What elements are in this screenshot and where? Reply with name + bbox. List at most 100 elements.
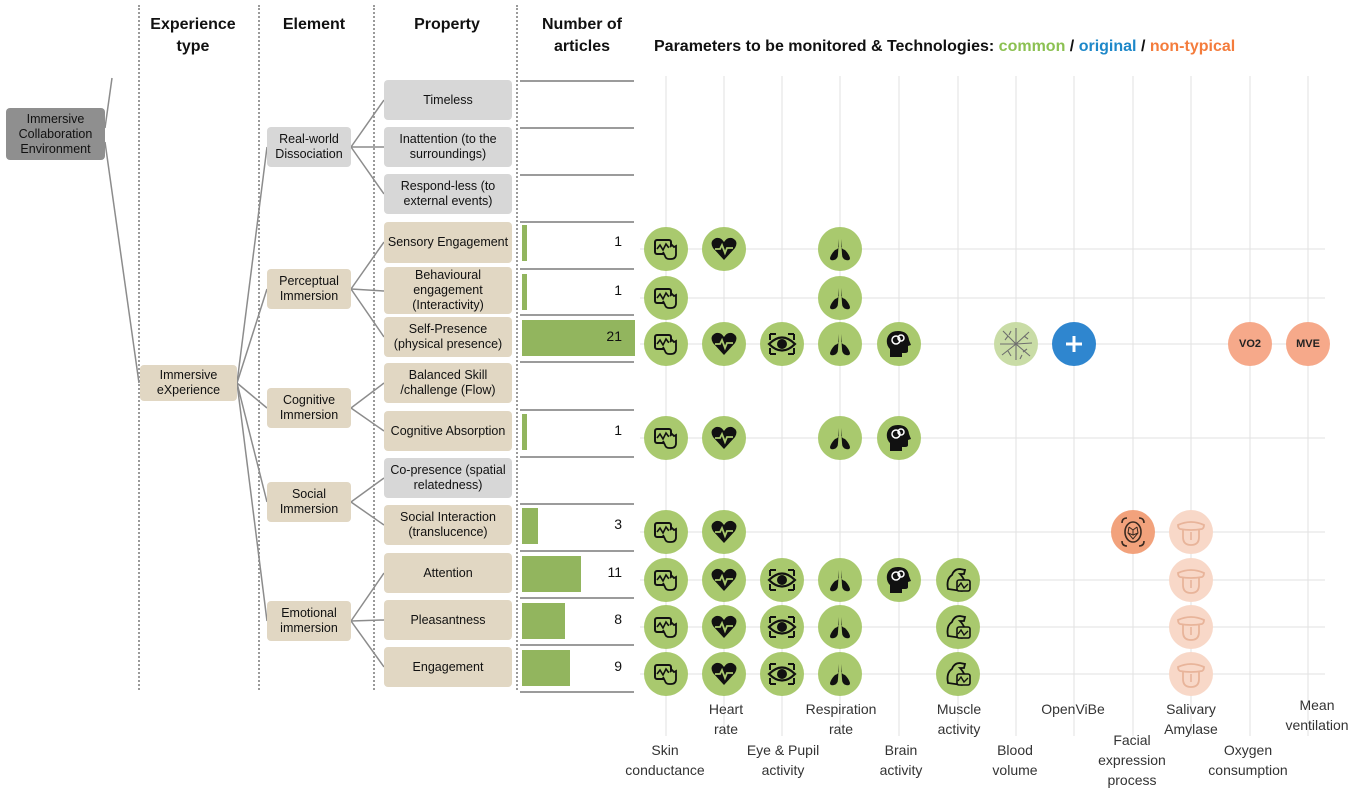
heart-icon [702, 227, 746, 271]
connector [350, 288, 385, 292]
property-pleasantness: Pleasantness [384, 600, 512, 640]
connector [350, 146, 385, 195]
element-cognitive: Cognitive Immersion [267, 388, 351, 428]
article-count-bar [522, 556, 581, 592]
article-count-label: 1 [614, 422, 622, 438]
param-label-facial: Facial expression process [1098, 732, 1166, 788]
parameters-header-prefix: Parameters to be monitored & Technologie… [654, 38, 995, 55]
property-engagement: Engagement [384, 647, 512, 687]
article-row-separator [520, 174, 634, 176]
connector [350, 501, 385, 526]
number-of-articles-header: Number of articles [542, 16, 622, 55]
element-perceptual: Perceptual Immersion [267, 269, 351, 309]
property-inattention: Inattention (to the surroundings) [384, 127, 512, 167]
article-row-separator [520, 550, 634, 552]
heart-icon [702, 510, 746, 554]
property-balanced-skill: Balanced Skill /challenge (Flow) [384, 363, 512, 403]
mve-icon: MVE [1286, 322, 1330, 366]
article-count-label: 1 [614, 233, 622, 249]
facial-icon [1111, 510, 1155, 554]
param-label-openvibe: OpenViBe [1041, 701, 1105, 717]
skin-icon [644, 605, 688, 649]
connector [350, 619, 385, 622]
param-label-muscle: Muscle activity [936, 701, 982, 737]
column-separator [258, 5, 260, 690]
property-attention: Attention [384, 553, 512, 593]
param-label-resp: Respiration rate [805, 701, 877, 737]
param-label-saliva: Salivary Amylase [1164, 701, 1218, 737]
brain-icon [877, 416, 921, 460]
property-social-interaction: Social Interaction (translucence) [384, 505, 512, 545]
resp-icon [818, 605, 862, 649]
column-separator [373, 5, 375, 690]
connector [350, 572, 385, 622]
muscle-icon [936, 605, 980, 649]
legend-common: common [998, 38, 1066, 55]
connector [350, 477, 385, 503]
property-self-presence: Self-Presence (physical presence) [384, 317, 512, 357]
legend-nontypical: non-typical [1149, 38, 1236, 55]
article-row-separator [520, 409, 634, 411]
connector [104, 141, 140, 384]
article-row-separator [520, 127, 634, 129]
param-label-brain: Brain activity [879, 742, 923, 778]
experience-type-node: Immersive eXperience [140, 365, 237, 401]
legend-original: original [1078, 38, 1137, 55]
article-count-bar [522, 603, 565, 639]
resp-icon [818, 652, 862, 696]
article-count-bar [522, 320, 635, 356]
article-row-separator [520, 456, 634, 458]
connector [104, 77, 113, 129]
saliva-icon [1169, 510, 1213, 554]
param-label-heart: Heart rate [708, 701, 744, 737]
article-count-label: 9 [614, 658, 622, 674]
connector [236, 288, 268, 384]
property-header: Property [414, 16, 480, 33]
skin-icon [644, 510, 688, 554]
article-row-separator [520, 644, 634, 646]
article-count-bar [522, 650, 570, 686]
skin-icon [644, 322, 688, 366]
muscle-icon [936, 652, 980, 696]
saliva-icon [1169, 558, 1213, 602]
article-count-label: 3 [614, 516, 622, 532]
parameters-header: Parameters to be monitored & Technologie… [654, 36, 1235, 58]
connector [350, 382, 385, 409]
resp-icon [818, 322, 862, 366]
connector [236, 382, 268, 503]
article-row-separator [520, 314, 634, 316]
skin-icon [644, 227, 688, 271]
heart-icon [702, 416, 746, 460]
heart-icon [702, 652, 746, 696]
article-row-separator [520, 80, 634, 82]
param-label-blood: Blood volume [992, 742, 1038, 778]
connector [350, 407, 385, 432]
skin-icon [644, 652, 688, 696]
eye-icon [760, 605, 804, 649]
element-real-world: Real-world Dissociation [267, 127, 351, 167]
resp-icon [818, 416, 862, 460]
eye-icon [760, 322, 804, 366]
property-behavioural-engagement: Behavioural engagement (Interactivity) [384, 267, 512, 314]
article-count-bar [522, 225, 527, 261]
connector [350, 99, 385, 148]
legend-slash: / [1140, 38, 1146, 55]
blood-icon [994, 322, 1038, 366]
param-label-mve: Mean ventilation [1285, 697, 1349, 733]
resp-icon [818, 276, 862, 320]
experience-type-header: Experience type [150, 16, 236, 55]
article-row-separator [520, 221, 634, 223]
column-separator [138, 5, 140, 690]
property-respond-less: Respond-less (to external events) [384, 174, 512, 214]
skin-icon [644, 558, 688, 602]
eye-icon [760, 558, 804, 602]
saliva-icon [1169, 652, 1213, 696]
param-label-oxygen: Oxygen consumption [1208, 742, 1288, 778]
param-label-skin: Skin conductance [625, 742, 705, 778]
article-count-bar [522, 508, 538, 544]
article-count-label: 1 [614, 282, 622, 298]
article-count-label: 21 [606, 328, 622, 344]
element-header: Element [282, 16, 346, 33]
root-node: Immersive Collaboration Environment [6, 108, 105, 160]
article-row-separator [520, 268, 634, 270]
